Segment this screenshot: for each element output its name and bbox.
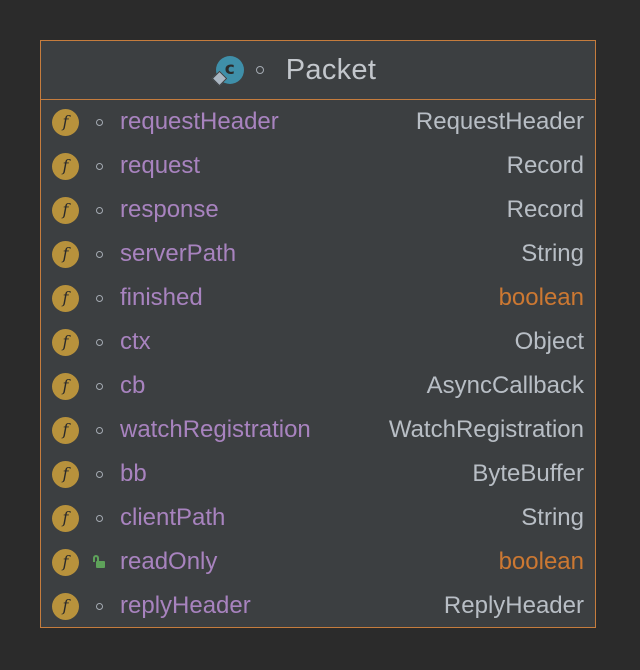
field-name: request: [120, 152, 201, 179]
field-name: requestHeader: [120, 108, 279, 135]
field-row[interactable]: f replyHeader ReplyHeader: [41, 584, 595, 628]
field-name: replyHeader: [120, 592, 251, 619]
field-type: ByteBuffer: [472, 460, 584, 487]
field-row[interactable]: f serverPath String: [41, 232, 595, 276]
class-header: c Packet: [41, 41, 595, 100]
field-icon: f: [52, 152, 79, 180]
field-type: String: [521, 240, 584, 267]
field-name: response: [120, 196, 219, 223]
field-icon: f: [52, 592, 79, 620]
field-icon: f: [52, 460, 79, 488]
field-name: finished: [120, 284, 203, 311]
class-name: Packet: [285, 53, 377, 86]
field-icon: f: [52, 196, 79, 224]
package-private-icon: [93, 159, 105, 173]
field-row[interactable]: f readOnly boolean: [41, 540, 595, 584]
field-type: WatchRegistration: [388, 416, 584, 443]
package-private-icon: [93, 423, 105, 437]
field-name: clientPath: [120, 504, 226, 531]
class-diagram-node[interactable]: c Packet f requestHeader RequestHeader f req…: [40, 40, 596, 628]
package-private-icon: [93, 335, 105, 349]
field-type: String: [521, 504, 584, 531]
field-icon: f: [52, 504, 79, 532]
field-row[interactable]: f finished boolean: [41, 276, 595, 320]
field-type: Object: [514, 328, 584, 355]
package-private-icon: [93, 511, 105, 525]
field-icon: f: [52, 372, 79, 400]
package-private-icon: [93, 203, 105, 217]
package-private-icon: [93, 115, 105, 129]
field-row[interactable]: f response Record: [41, 188, 595, 232]
field-row[interactable]: f cb AsyncCallback: [41, 364, 595, 408]
field-icon: f: [52, 328, 79, 356]
field-name: bb: [120, 460, 147, 487]
field-icon: f: [52, 548, 79, 576]
field-type: ReplyHeader: [443, 592, 584, 619]
field-type: boolean: [498, 548, 584, 575]
field-name: watchRegistration: [120, 416, 311, 443]
package-private-icon: [93, 379, 105, 393]
field-name: cb: [120, 372, 146, 399]
field-row[interactable]: f watchRegistration WatchRegistration: [41, 408, 595, 452]
package-private-icon: [93, 291, 105, 305]
field-type: Record: [506, 152, 584, 179]
package-private-icon: [93, 467, 105, 481]
field-icon: f: [52, 284, 79, 312]
field-row[interactable]: f request Record: [41, 144, 595, 188]
public-unlocked-icon: [93, 555, 105, 569]
field-name: readOnly: [120, 548, 218, 575]
field-type: AsyncCallback: [426, 372, 584, 399]
field-row[interactable]: f requestHeader RequestHeader: [41, 100, 595, 144]
field-row[interactable]: f bb ByteBuffer: [41, 452, 595, 496]
field-icon: f: [52, 416, 79, 444]
field-name: serverPath: [120, 240, 237, 267]
field-row[interactable]: f clientPath String: [41, 496, 595, 540]
field-icon: f: [52, 240, 79, 268]
field-name: ctx: [120, 328, 151, 355]
field-type: Record: [506, 196, 584, 223]
package-private-icon: [93, 599, 105, 613]
field-type: RequestHeader: [415, 108, 584, 135]
field-row[interactable]: f ctx Object: [41, 320, 595, 364]
package-private-icon: [255, 66, 264, 74]
package-private-icon: [93, 247, 105, 261]
class-icon: c: [211, 56, 244, 87]
field-type: boolean: [498, 284, 584, 311]
field-icon: f: [52, 108, 79, 136]
